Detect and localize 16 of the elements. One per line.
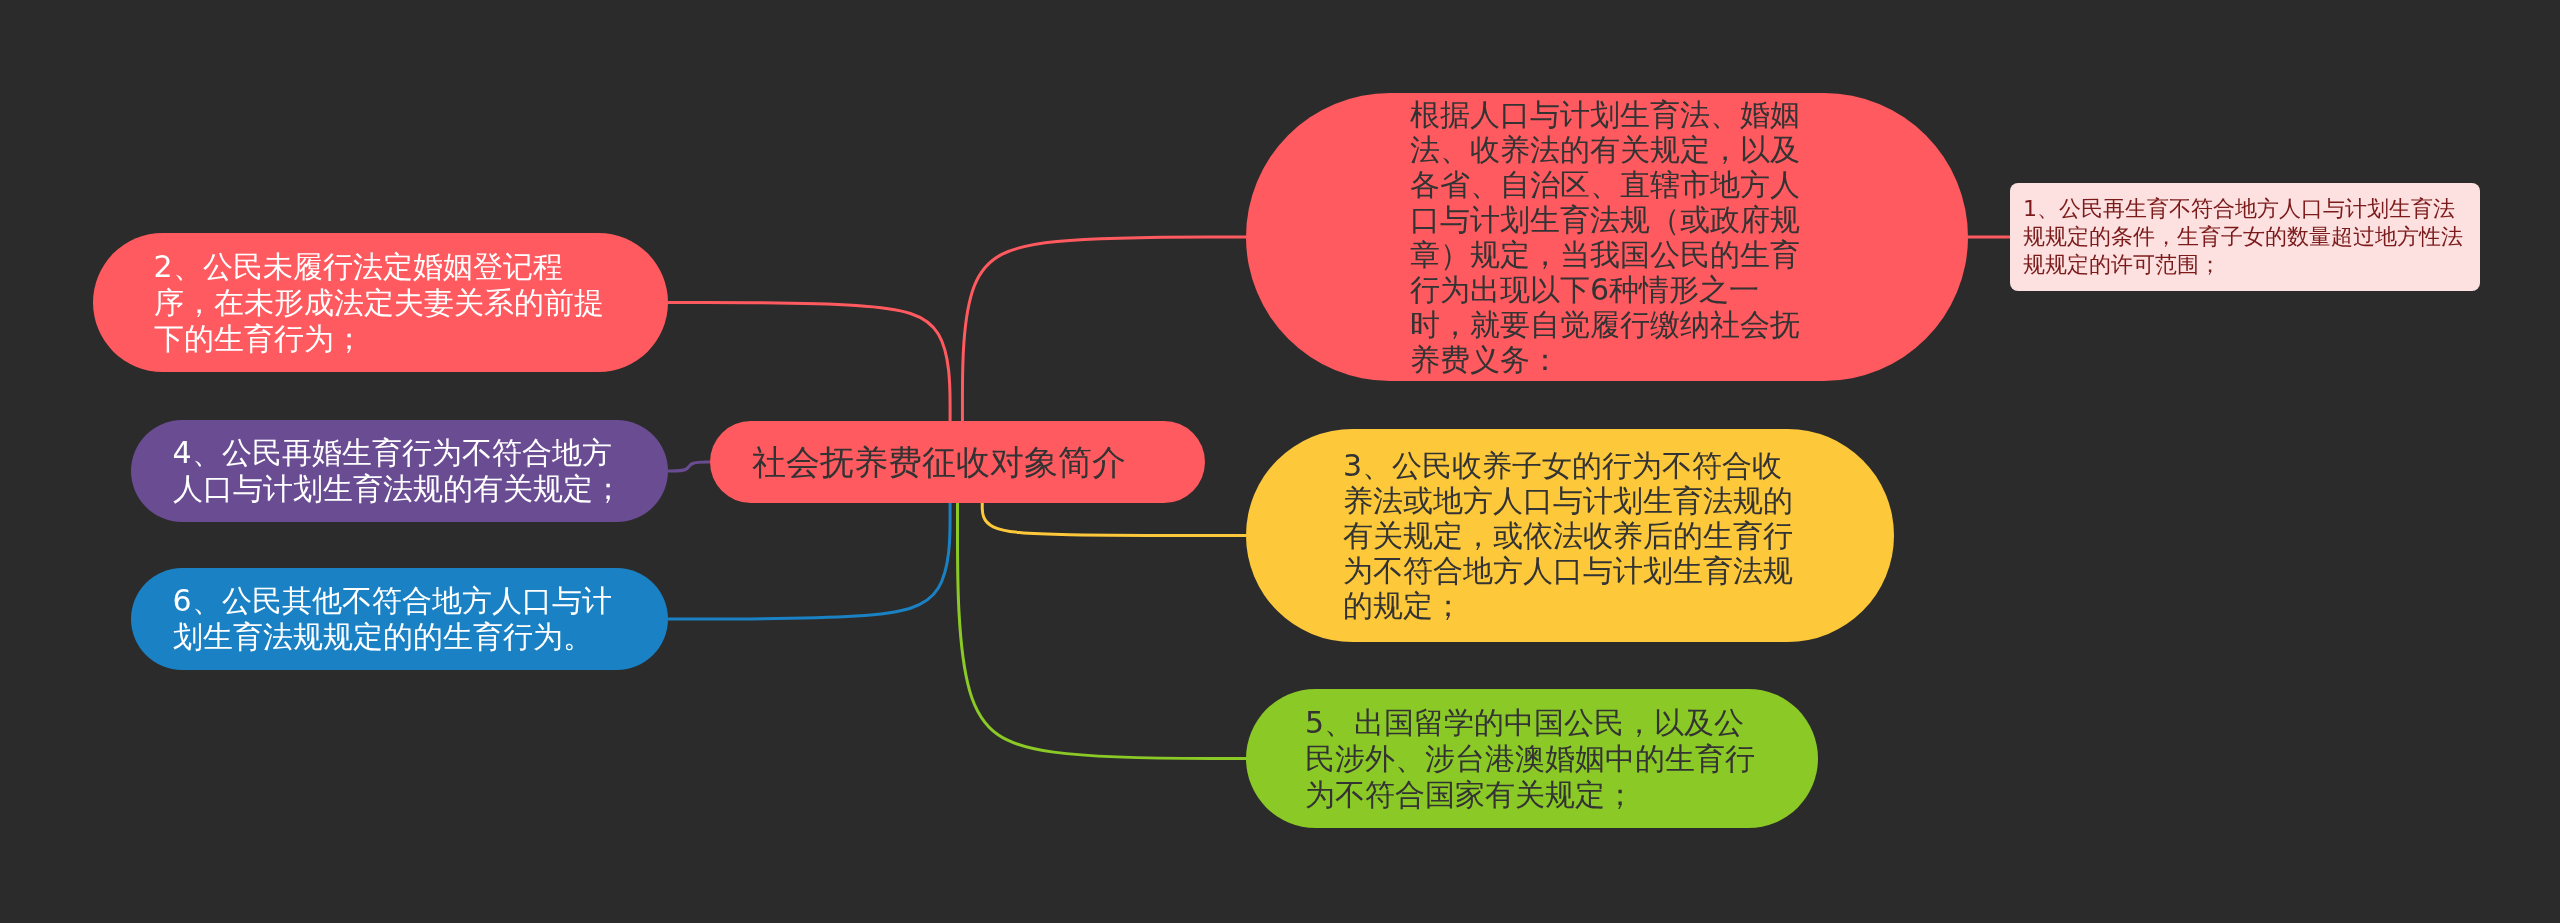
node-text: 根据人口与计划生育法、婚姻法、收养法的有关规定，以及各省、自治区、直辖市地方人口与计划生育法规（或政府规章）规定，当我国公民的生育行为出现以下6种情形之一时，就要自觉履行缴纳社会抚养费义务：: [1410, 96, 1801, 378]
node-text: 3、公民收养子女的行为不符合收养法或地方人口与计划生育法规的有关规定，或依法收养后的生育行为不符合地方人口与计划生育法规的规定；: [1343, 447, 1794, 624]
node-text: 1、公民再生育不符合地方人口与计划生育法规规定的条件，生育子女的数量超过地方性法规规定的许可范围；: [2023, 195, 2464, 279]
connector-line: [1968, 235, 2010, 239]
note-card: [2010, 183, 2480, 291]
connector-line: [980, 503, 1246, 537]
node-text: 社会抚养费征收对象简介: [751, 440, 1127, 484]
node-text: 5、出国留学的中国公民，以及公民涉外、涉台港澳婚姻中的生育行为不符合国家有关规定；: [1305, 704, 1756, 813]
connector-line: [668, 301, 952, 421]
connector-line: [956, 503, 1246, 760]
node-text: 2、公民未履行法定婚姻登记程序，在未形成法定夫妻关系的前提下的生育行为；: [153, 248, 605, 357]
node-text: 4、公民再婚生育行为不符合地方人口与计划生育法规的有关规定；: [172, 435, 624, 507]
connector-line: [960, 235, 1246, 421]
node-text: 6、公民其他不符合地方人口与计划生育法规规定的的生育行为。: [172, 583, 613, 655]
connector-line: [668, 503, 952, 621]
connector-line: [668, 460, 710, 473]
